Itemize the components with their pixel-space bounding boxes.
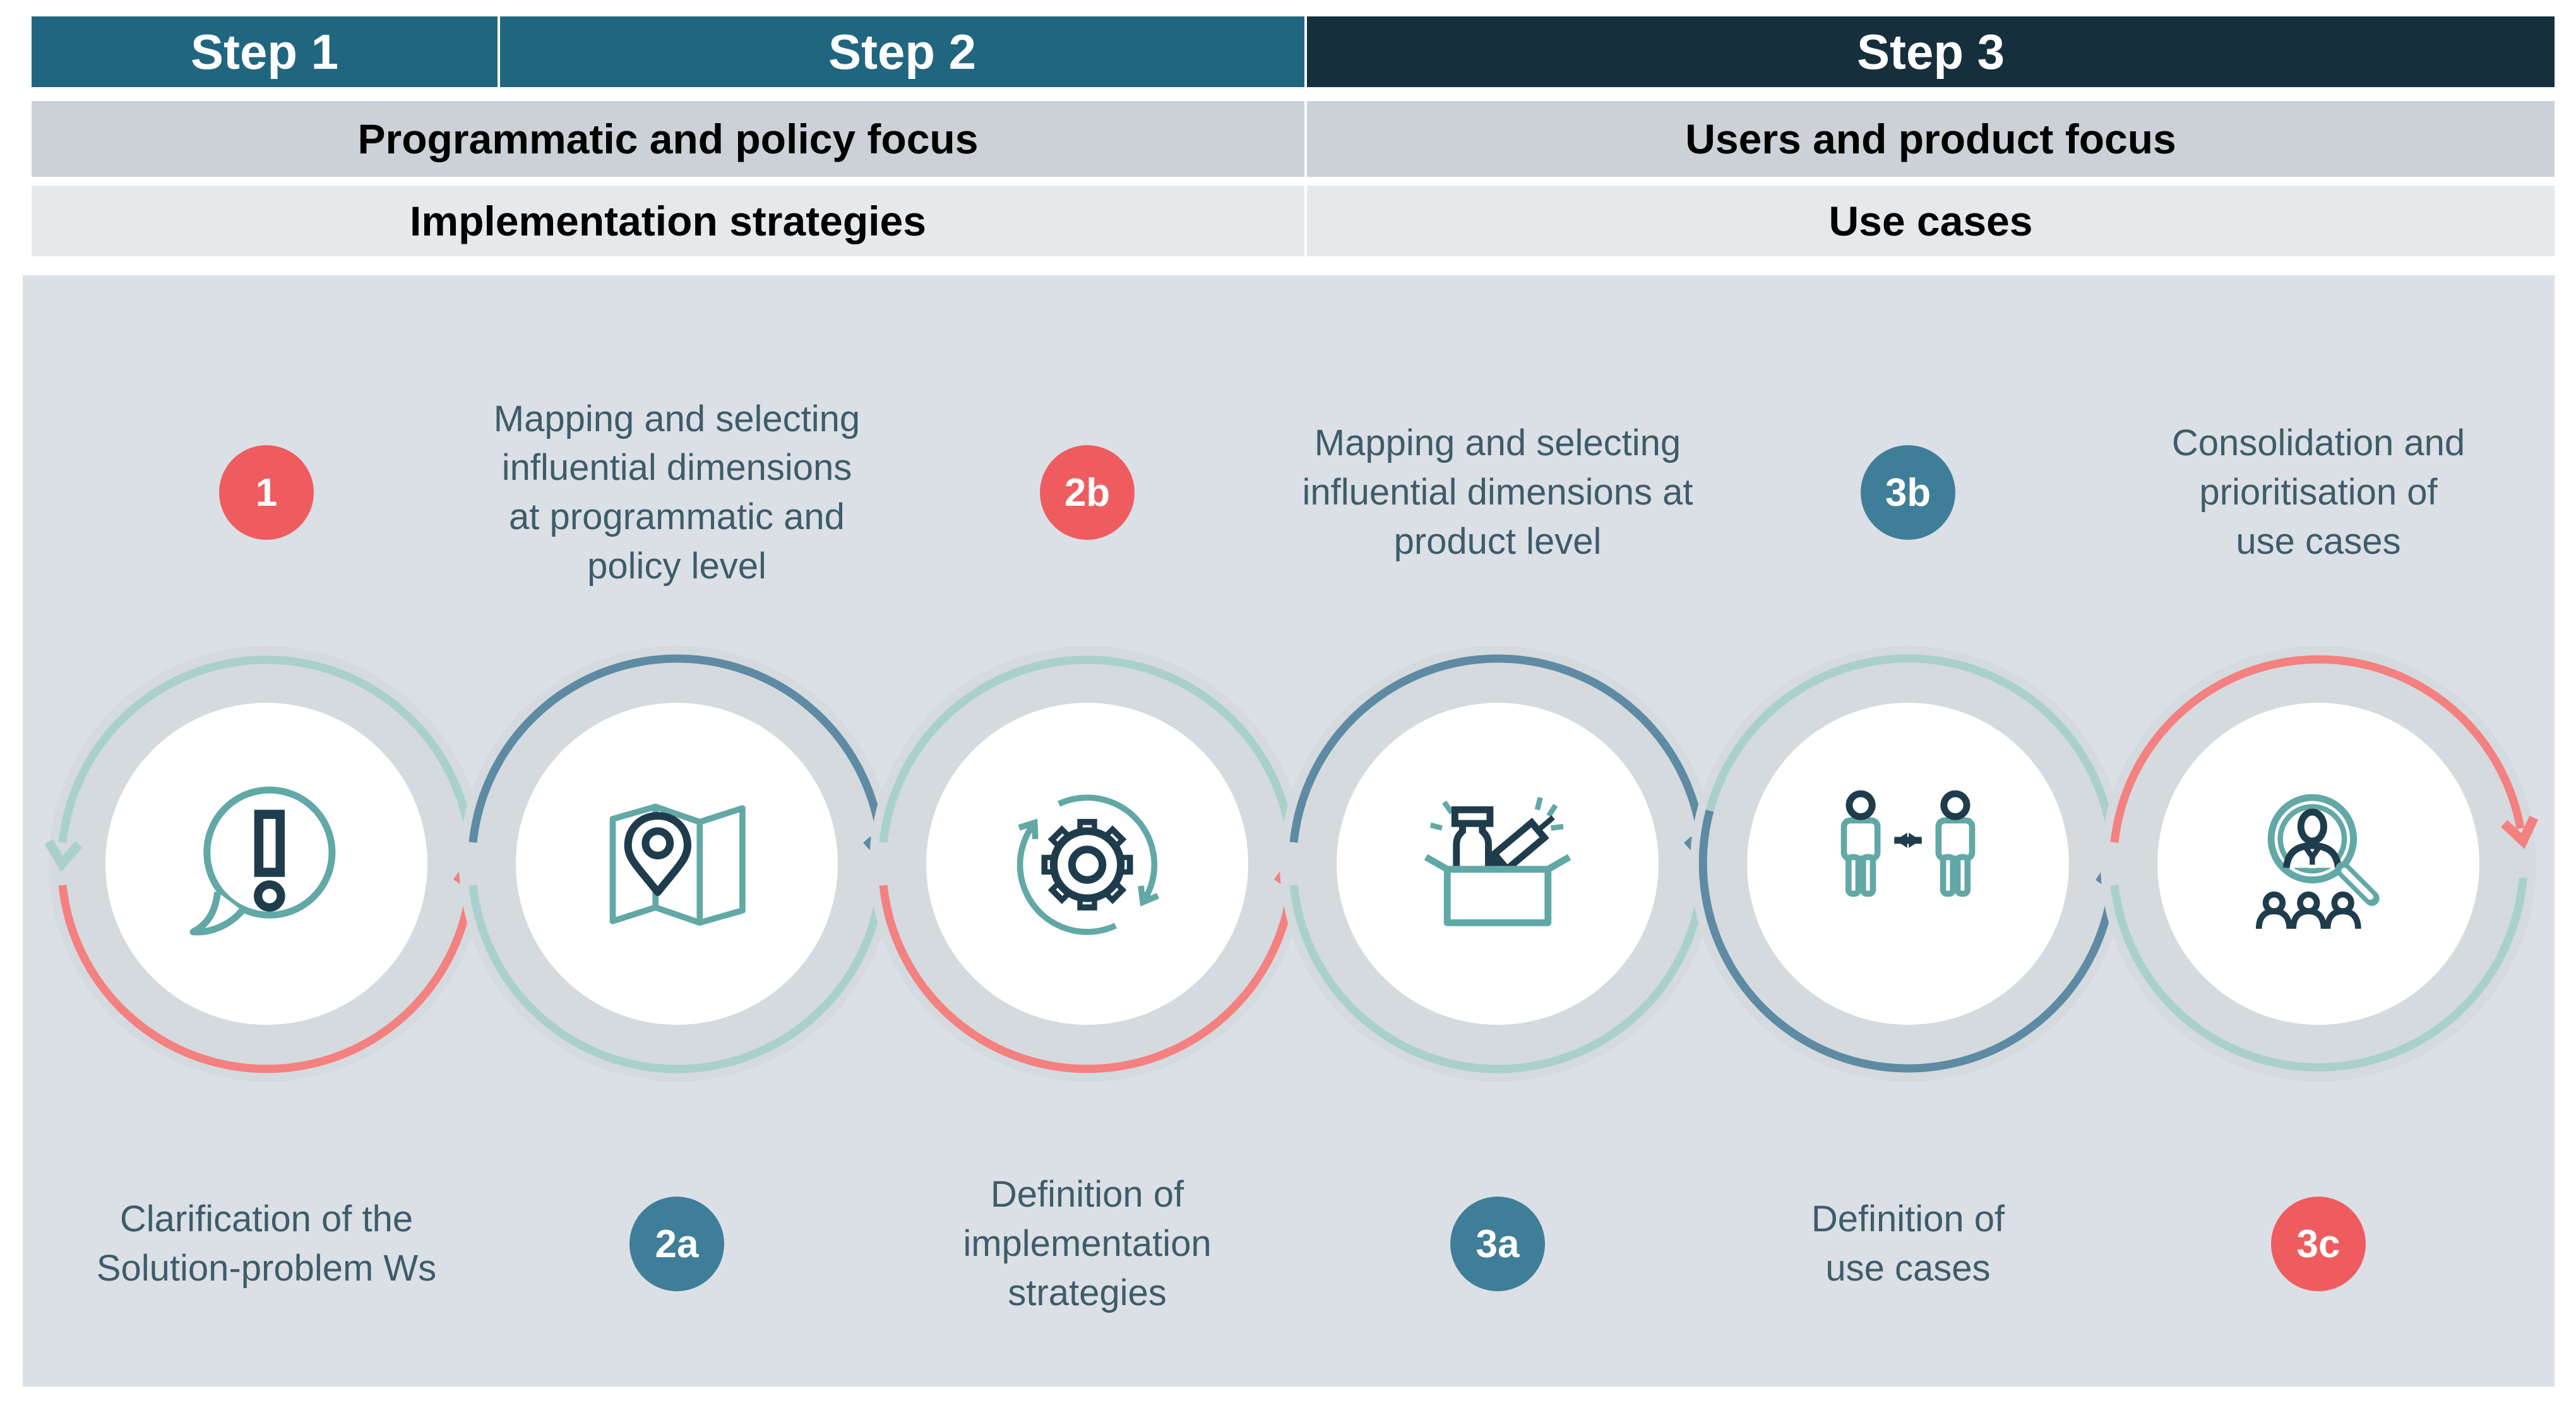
stage-2-bottom-slot: 2a	[456, 1143, 898, 1345]
stage-5: 3b Definition of use cases	[1687, 0, 2134, 1410]
focus-label-users: Users and product focus	[1685, 116, 2176, 162]
stage-3-top-slot: 2b	[866, 379, 1308, 606]
focus-cell-programmatic: Programmatic and policy focus	[32, 101, 1304, 177]
badge-1: 1	[219, 445, 314, 540]
stage-1: 1 Clarification of the Solution-problem …	[44, 0, 492, 1410]
arrow-down-icon	[2501, 815, 2539, 849]
stage-2-label: Mapping and selecting influential dimens…	[493, 398, 861, 587]
stage-1-bottom-slot: Clarification of the Solution-problem Ws	[45, 1143, 487, 1345]
stage-5-top-slot: 3b	[1687, 379, 2129, 606]
stage-6-label: Consolidation and prioritisation of use …	[2171, 422, 2466, 562]
step-3-header: Step 3	[1307, 16, 2555, 87]
stage-6-bottom-slot: 3c	[2097, 1143, 2539, 1345]
badge-3a: 3a	[1450, 1197, 1545, 1291]
badge-2a: 2a	[629, 1197, 724, 1291]
people-exchange-icon	[1840, 790, 1976, 897]
stage-4: Mapping and selecting influential dimens…	[1277, 0, 1722, 1410]
badge-3b: 3b	[1861, 445, 1955, 540]
output-cell-usecases: Use cases	[1307, 186, 2555, 256]
stage-5-label: Definition of use cases	[1811, 1198, 2005, 1289]
stage-4-bottom-slot: 3a	[1277, 1143, 1719, 1345]
output-label-implementation: Implementation strategies	[410, 198, 926, 244]
badge-3c: 3c	[2271, 1197, 2366, 1291]
cycle-ring	[1690, 646, 2134, 1082]
step-1-label: Step 1	[190, 23, 339, 80]
step-2-label: Step 2	[828, 23, 977, 80]
stage-3: 2b	[866, 0, 1313, 1410]
speech-bubble-exclamation-icon	[189, 786, 336, 936]
stage-5-bottom-slot: Definition of use cases	[1687, 1143, 2129, 1345]
step-2-header: Step 2	[500, 16, 1304, 87]
stage-4-label: Mapping and selecting influential dimens…	[1302, 422, 1693, 562]
arrow-down-icon	[44, 839, 83, 872]
stage-1-label: Clarification of the Solution-problem Ws	[96, 1198, 437, 1289]
output-cell-implementation: Implementation strategies	[32, 186, 1304, 256]
output-label-usecases: Use cases	[1828, 198, 2033, 244]
stage-6-top-slot: Consolidation and prioritisation of use …	[2097, 379, 2539, 606]
badge-2b: 2b	[1040, 445, 1135, 540]
stage-4-top-slot: Mapping and selecting influential dimens…	[1277, 379, 1719, 606]
focus-label-programmatic: Programmatic and policy focus	[357, 116, 979, 162]
stage-2-top-slot: Mapping and selecting influential dimens…	[456, 379, 898, 606]
vaccine-box-icon	[1424, 797, 1571, 926]
stage-6: Consolidation and prioritisation of use …	[2097, 0, 2539, 1410]
stage-3-label: Definition of implementation strategies	[963, 1174, 1212, 1313]
step-3-label: Step 3	[1856, 23, 2005, 80]
focus-cell-users: Users and product focus	[1307, 101, 2555, 177]
map-location-pin-icon	[609, 803, 746, 926]
stage-1-top-slot: 1	[45, 379, 487, 606]
stage-2: Mapping and selecting influential dimens…	[456, 0, 901, 1410]
stage-3-bottom-slot: Definition of implementation strategies	[866, 1143, 1308, 1345]
gear-refresh-icon	[1017, 794, 1159, 935]
step-1-header: Step 1	[32, 16, 498, 87]
user-search-icon	[2255, 794, 2380, 929]
